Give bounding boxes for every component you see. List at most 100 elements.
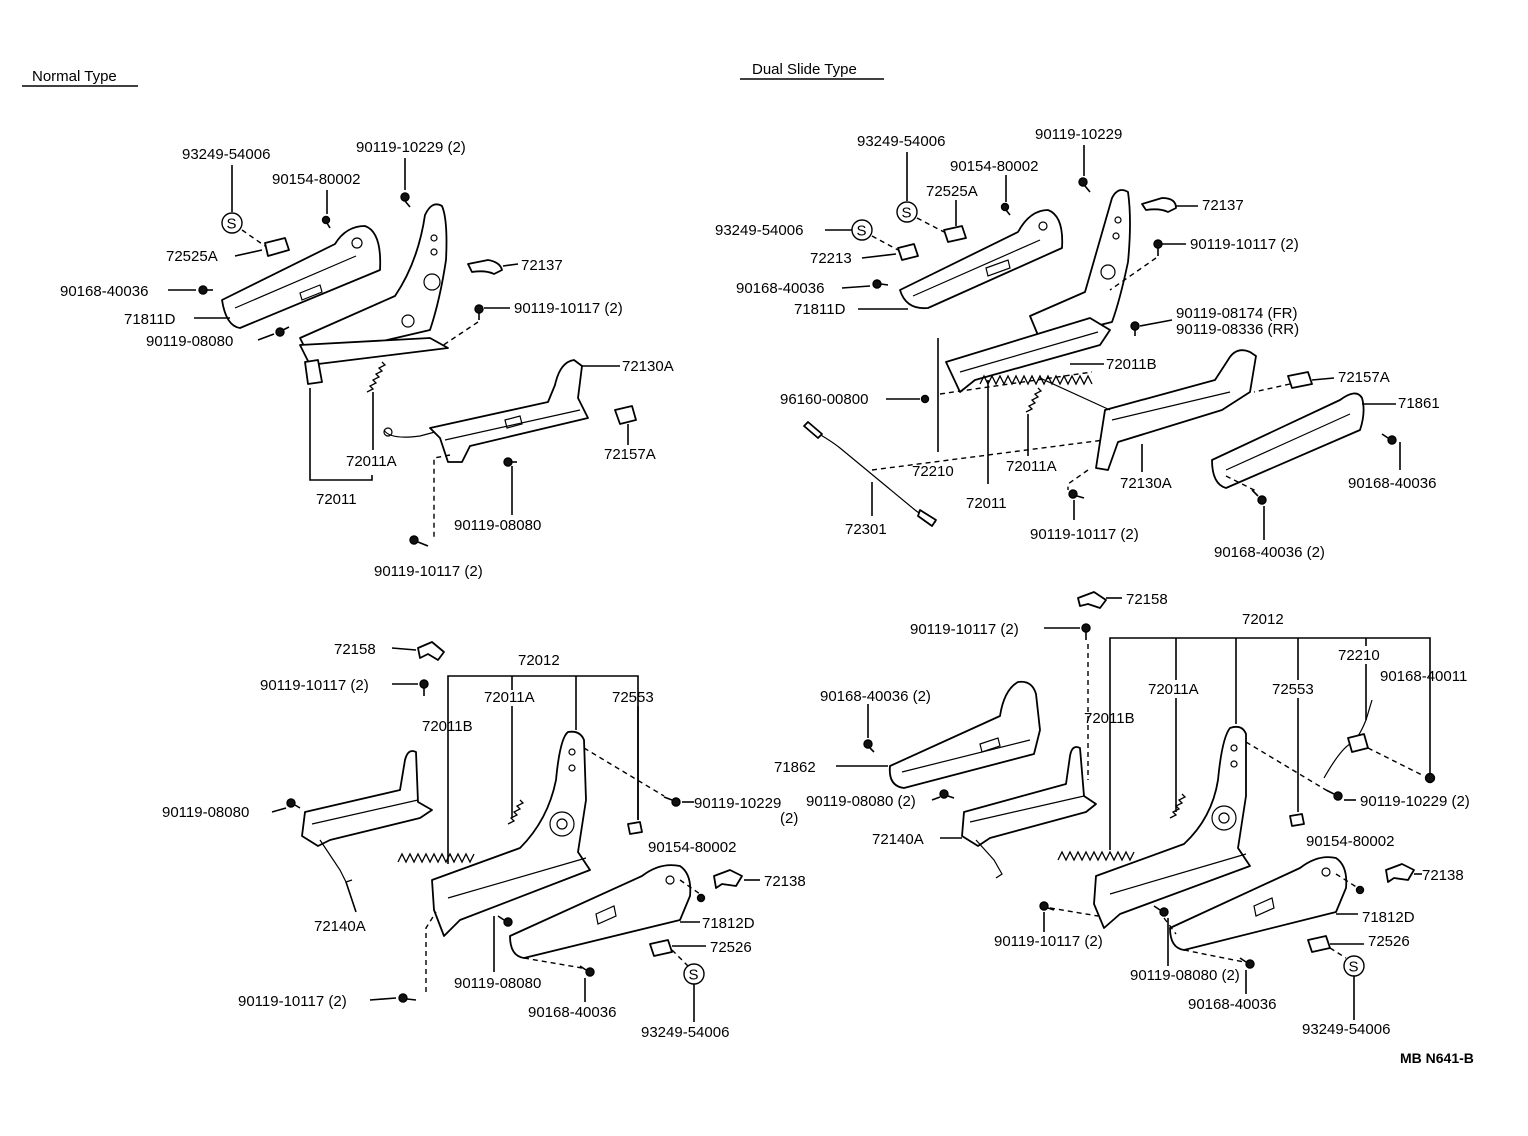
label-72137: 72137 xyxy=(1202,197,1244,214)
label-90119-10117-a: 90119-10117 (2) xyxy=(910,621,1019,638)
bolt-90119-08080-a xyxy=(275,326,290,337)
label-72011: 72011 xyxy=(316,491,357,508)
label-72138: 72138 xyxy=(764,873,806,890)
bolt-90168-40036 xyxy=(198,285,213,295)
seat-side-cover-71862 xyxy=(888,680,1041,789)
cover-72137 xyxy=(467,259,503,275)
bolt-90168-40036 xyxy=(579,965,595,977)
label-90119-08080-b: 90119-08080 (2) xyxy=(1130,967,1240,984)
label-72011A: 72011A xyxy=(1148,681,1199,698)
bolt-90168-40036-a xyxy=(863,739,875,753)
label-72011B: 72011B xyxy=(422,718,473,735)
label-72158: 72158 xyxy=(1126,591,1168,608)
label-72213: 72213 xyxy=(810,250,852,267)
label-93249-54006: 93249-54006 xyxy=(1302,1021,1390,1038)
bolt-90168-40036-b xyxy=(1239,957,1255,969)
svg-text:S: S xyxy=(689,967,699,984)
label-90119-08174: 90119-08174 (FR) xyxy=(1176,305,1297,322)
spring-72011B xyxy=(1057,850,1135,862)
sealant-symbol-a: S xyxy=(896,201,918,223)
label-90154-80002: 90154-80002 xyxy=(950,158,1038,175)
label-90168-40036-c: 90168-40036 (2) xyxy=(1214,544,1325,561)
normal-upper-assembly: S 93249-54006 90119-10229 (2) 90154-8000… xyxy=(60,139,674,580)
bolt-90119-10117-b xyxy=(1039,901,1055,911)
label-90168-40036-a: 90168-40036 (2) xyxy=(820,688,931,705)
cover-72138 xyxy=(1385,863,1415,883)
label-72011A: 72011A xyxy=(346,453,397,470)
bolt-90119-10117-a xyxy=(1081,623,1091,640)
label-72525A: 72525A xyxy=(166,248,218,265)
sealant-symbol: S xyxy=(1343,955,1365,977)
spring-72011A xyxy=(1169,793,1187,819)
shield-cap-72213 xyxy=(897,243,919,261)
label-90119-08080-a: 90119-08080 xyxy=(162,804,249,821)
label-72526: 72526 xyxy=(1368,933,1410,950)
bolt-90168-40036-a xyxy=(872,279,889,289)
label-90119-08080-b: 90119-08080 xyxy=(454,975,541,992)
label-90168-40036-b: 90168-40036 xyxy=(1188,996,1276,1013)
bolt-90119-10229 xyxy=(1078,177,1091,193)
spring-72011B xyxy=(979,374,1093,386)
sealant-symbol: S xyxy=(221,212,243,234)
recliner-plate xyxy=(299,203,448,359)
label-90154-80002: 90154-80002 xyxy=(1306,833,1394,850)
label-72130A: 72130A xyxy=(622,358,674,375)
bolt-90154-80002 xyxy=(1355,885,1365,895)
label-72140A: 72140A xyxy=(872,831,924,848)
label-90154-80002: 90154-80002 xyxy=(648,839,736,856)
label-72011B: 72011B xyxy=(1084,710,1135,727)
label-72525A: 72525A xyxy=(926,183,978,200)
shield-cap-72526 xyxy=(649,939,673,957)
label-90119-10117-a: 90119-10117 (2) xyxy=(1190,236,1299,253)
slide-adjuster-72140A xyxy=(961,746,1097,847)
bolt-90154-80002 xyxy=(321,215,331,229)
bolt-90168-40011 xyxy=(1424,772,1436,784)
normal-lower-assembly: S 72158 72012 90119-10117 (2) 72011A 725… xyxy=(162,641,806,1041)
label-72158: 72158 xyxy=(334,641,376,658)
label-90168-40036: 90168-40036 xyxy=(60,283,148,300)
bolt-90119-08080-b xyxy=(503,457,517,467)
label-90168-40036: 90168-40036 xyxy=(528,1004,616,1021)
label-72138: 72138 xyxy=(1422,867,1464,884)
bolt-90119-08080-b xyxy=(497,915,513,927)
label-72011A: 72011A xyxy=(1006,458,1057,475)
bracket-72158 xyxy=(1077,591,1107,609)
recliner-plate xyxy=(1029,189,1131,341)
label-71812D: 71812D xyxy=(1362,909,1415,926)
svg-text:S: S xyxy=(1349,959,1359,976)
spring-72011A xyxy=(507,799,525,825)
svg-text:S: S xyxy=(902,205,912,222)
shield-cap-72525A xyxy=(264,237,290,257)
label-71862: 71862 xyxy=(774,759,816,776)
bolt-90119-08080-b xyxy=(1153,905,1169,917)
label-71861: 71861 xyxy=(1398,395,1440,412)
spring-72011A xyxy=(366,361,387,393)
bolt-90119-10229 xyxy=(400,192,411,208)
dual-slide-type-title: Dual Slide Type xyxy=(752,61,857,78)
label-90119-08080-b: 90119-08080 xyxy=(454,517,541,534)
seat-side-cover-71811D xyxy=(899,209,1064,310)
label-90119-10117-b: 90119-10117 (2) xyxy=(374,563,483,580)
label-72553: 72553 xyxy=(1272,681,1314,698)
label-90119-08080-a: 90119-08080 (2) xyxy=(806,793,916,810)
label-90168-40011: 90168-40011 xyxy=(1380,668,1467,685)
svg-text:S: S xyxy=(857,223,867,240)
label-90119-10229: 90119-10229 (2) xyxy=(1360,793,1470,810)
label-90119-08336: 90119-08336 (RR) xyxy=(1176,321,1299,338)
dual-lower-assembly: S 72158 72012 90119-10 xyxy=(774,591,1470,1038)
bolt-96160-00800 xyxy=(920,394,930,404)
label-90119-10117-b: 90119-10117 (2) xyxy=(238,993,347,1010)
shield-cap-72526 xyxy=(1307,935,1331,953)
label-90168-40036-a: 90168-40036 xyxy=(736,280,824,297)
label-93249-54006: 93249-54006 xyxy=(641,1024,729,1041)
label-93249-54006: 93249-54006 xyxy=(182,146,270,163)
bolt-90168-40036-c xyxy=(1251,489,1267,505)
label-72012: 72012 xyxy=(1242,611,1284,628)
bracket-72158 xyxy=(417,641,445,661)
label-90168-40036-b: 90168-40036 xyxy=(1348,475,1436,492)
label-90119-10229: 90119-10229 xyxy=(1035,126,1122,143)
seat-track-72130A xyxy=(1095,349,1257,471)
cap-72553 xyxy=(627,821,643,835)
bolt-90119-10117-a xyxy=(474,304,484,320)
bolt-90119-10117-b xyxy=(398,993,417,1003)
